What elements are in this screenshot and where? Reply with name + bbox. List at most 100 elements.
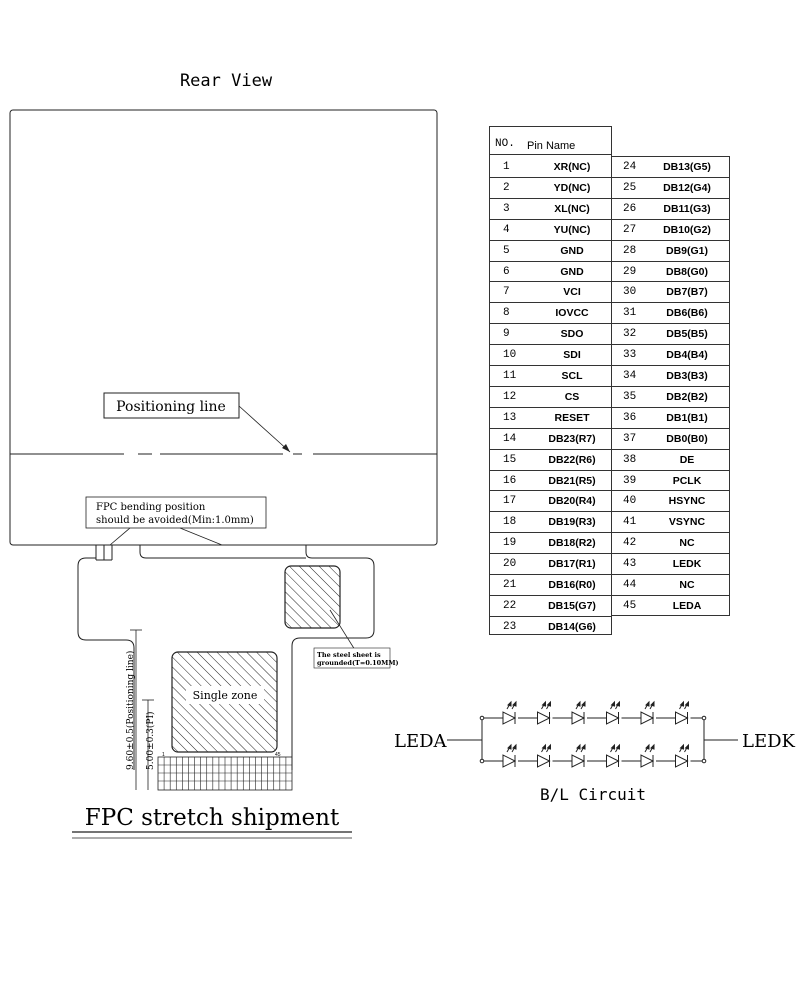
dimension-label-1: 9.60±0.5(Positioning line): [125, 651, 136, 770]
pin-number: 38: [623, 453, 637, 466]
junction-dot: [479, 715, 485, 721]
junction-dot: [701, 758, 707, 764]
panel-outline: [9, 109, 438, 546]
pin-number: 30: [623, 286, 637, 299]
pin-number: 10: [503, 349, 517, 362]
pin-row-rule: [489, 448, 612, 450]
led-arrowhead: [615, 700, 620, 707]
pin-row-rule: [489, 344, 612, 346]
bending-leader-left: [109, 527, 131, 546]
positioning-line-callout: [103, 392, 240, 419]
led-arrowhead: [610, 700, 615, 707]
pin-row-rule: [489, 427, 612, 429]
pin-number: 3: [503, 202, 510, 215]
single-zone-label: Single zone: [193, 689, 258, 702]
pin-name: DB0(B0): [666, 432, 708, 445]
pin-number: 35: [623, 390, 637, 403]
pad-first-label: 1: [162, 752, 165, 758]
bl-caption: B/L Circuit: [540, 785, 646, 804]
pin-row-rule: [489, 511, 612, 513]
pin-row-rule: [489, 615, 612, 617]
pin-number: 13: [503, 411, 517, 424]
pin-name: DB2(B2): [666, 390, 708, 403]
led-arrowhead: [679, 700, 684, 707]
pin-row-rule: [489, 574, 612, 575]
single-zone-label-bg: [186, 686, 264, 704]
led-arrowhead: [541, 743, 546, 750]
pin-name: LEDA: [672, 599, 702, 612]
fpc-neck: [95, 544, 313, 561]
pin-name: YD(NC): [553, 181, 591, 194]
junction-dot: [479, 758, 485, 764]
pin-number: 9: [503, 328, 510, 341]
pin-name: DB6(B6): [666, 307, 708, 320]
pin-name: VCI: [563, 286, 581, 299]
pin-name: LEDK: [672, 558, 702, 571]
led-arrowhead: [684, 700, 689, 707]
pin-name: VSYNC: [668, 516, 706, 529]
pin-name: DB19(R3): [548, 516, 596, 529]
pin-row-rule: [611, 469, 730, 471]
pin-row-rule: [489, 385, 612, 387]
led-arrowhead: [645, 700, 650, 707]
pin-name: DB15(G7): [548, 599, 596, 612]
pin-number: 16: [503, 474, 517, 487]
pin-name: GND: [560, 265, 584, 278]
pin-name: CS: [564, 390, 580, 403]
pin-number: 4: [503, 223, 510, 236]
bl-label-leda: LEDA: [394, 731, 448, 752]
pin-number: 44: [623, 579, 637, 591]
pin-number: 27: [623, 223, 637, 236]
bending-leader-right: [179, 527, 223, 546]
pin-number: 33: [623, 349, 637, 362]
pin-number: 12: [503, 390, 517, 403]
pin-number: 8: [503, 307, 510, 320]
bl-label-ledk: LEDK: [742, 731, 796, 752]
pin-row-rule: [489, 323, 612, 325]
pin-number: 29: [623, 265, 637, 278]
pin-row-rule: [489, 365, 612, 366]
pin-name: NC: [679, 537, 695, 550]
pin-number: 11: [503, 370, 517, 382]
pin-number: 23: [503, 620, 517, 633]
pin-name: DB16(R0): [548, 579, 596, 591]
pin-number: 39: [623, 474, 637, 487]
pin-number: 28: [623, 244, 637, 257]
pin-row-rule: [489, 302, 612, 304]
pin-name: DB18(R2): [548, 537, 596, 550]
pin-row-rule: [611, 302, 730, 304]
pin-row-rule: [611, 448, 730, 450]
pin-number: 43: [623, 558, 637, 571]
pin-row-rule: [489, 239, 612, 241]
pin-name: XR(NC): [553, 161, 591, 173]
pin-name: DB22(R6): [548, 453, 596, 466]
led-arrowhead: [512, 700, 517, 707]
pin-number: 25: [623, 181, 637, 194]
pin-row-rule: [489, 532, 612, 534]
pin-number: 40: [623, 495, 637, 508]
pin-name: DB17(R1): [548, 558, 596, 571]
pin-number: 21: [503, 579, 517, 591]
pin-name: DB1(B1): [666, 411, 708, 424]
led-arrowhead: [679, 743, 684, 750]
pin-number: 36: [623, 411, 637, 424]
pin-row-rule: [611, 427, 730, 429]
led-arrowhead: [650, 700, 655, 707]
pin-row-rule: [611, 385, 730, 387]
fpc-caption: FPC stretch shipment: [85, 805, 340, 831]
steel-leader: [329, 609, 356, 651]
pin-row-rule: [611, 574, 730, 575]
pin-row-rule: [611, 260, 730, 262]
dimension-label-2: 5.00±0.3(PI): [145, 711, 156, 770]
pin-number: 37: [623, 432, 637, 445]
pin-name: DB9(G1): [665, 244, 708, 257]
led-arrowhead: [650, 743, 655, 750]
pin-number: 20: [503, 558, 517, 571]
pin-row-rule: [611, 197, 730, 199]
pin-number: 45: [623, 599, 637, 612]
pin-row-rule: [489, 218, 612, 220]
steel-note-line2: grounded(T=0.10MM): [317, 659, 399, 667]
header-no: NO.: [495, 138, 515, 150]
pin-row-rule: [489, 469, 612, 471]
